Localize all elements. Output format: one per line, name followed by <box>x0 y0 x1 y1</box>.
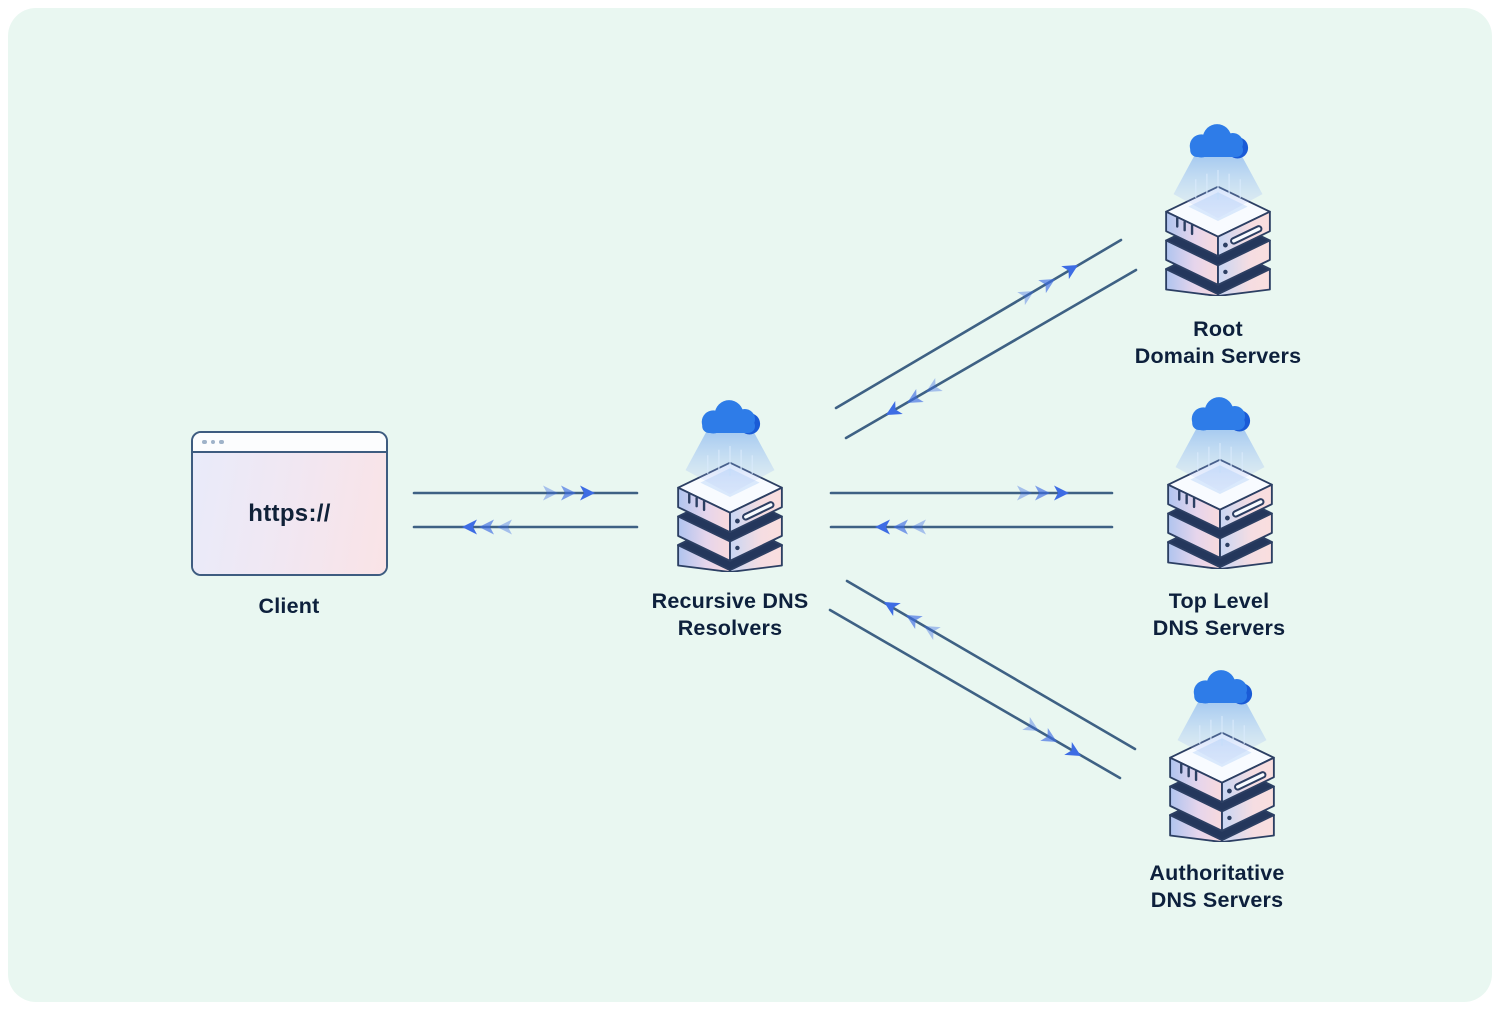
flow-line-resolver-to-root <box>834 238 1123 410</box>
flow-line-authoritative-to-resolver <box>845 579 1137 751</box>
browser-window-icon: https:// <box>191 431 388 576</box>
resolver-label-line2: Resolvers <box>677 616 783 640</box>
dns-server-stack-icon-resolver <box>678 400 782 572</box>
window-dot-icon <box>202 439 207 445</box>
authoritative-label-line1: Authoritative <box>1149 861 1285 885</box>
authoritative-label-line2: DNS Servers <box>1150 888 1284 912</box>
window-dot-icon <box>219 439 224 445</box>
browser-body: https:// <box>193 453 386 574</box>
arrow-downright-icons-authoritative-query <box>1022 716 1085 763</box>
root-label-line2: Domain Servers <box>1134 344 1302 368</box>
client-label-line: Client <box>258 594 320 618</box>
diagram-panel: https:// Client Recursive DNS Resolvers … <box>8 8 1492 1002</box>
authoritative-label: Authoritative DNS Servers <box>1149 860 1284 914</box>
root-label: Root Domain Servers <box>1135 316 1302 370</box>
arrow-right-icons-client-query <box>543 485 595 501</box>
arrow-left-icons-tld-response <box>875 519 926 535</box>
tld-label-line1: Top Level <box>1168 589 1270 613</box>
dns-server-stack-icon-tld <box>1168 397 1272 569</box>
arrow-upright-icons-root-query <box>1017 258 1082 306</box>
window-dot-icon <box>210 439 215 445</box>
resolver-label-line1: Recursive DNS <box>651 589 809 613</box>
resolver-label: Recursive DNS Resolvers <box>652 588 809 642</box>
tld-label-line2: DNS Servers <box>1152 616 1286 640</box>
client-label: Client <box>259 593 320 620</box>
arrow-right-icons-tld-query <box>1017 485 1069 501</box>
tld-label: Top Level DNS Servers <box>1153 588 1285 642</box>
arrow-upleft-icons-authoritative-response <box>880 595 941 641</box>
dns-server-stack-icon-root <box>1166 124 1270 296</box>
dns-diagram-canvas <box>412 8 1500 1018</box>
arrow-left-icons-client-response <box>462 519 512 535</box>
arrow-downleft-icons-root-response <box>882 377 943 422</box>
browser-titlebar <box>193 433 386 453</box>
url-text: https:// <box>248 499 331 527</box>
dns-server-stack-icon-authoritative <box>1170 670 1274 842</box>
root-label-line1: Root <box>1193 317 1243 341</box>
